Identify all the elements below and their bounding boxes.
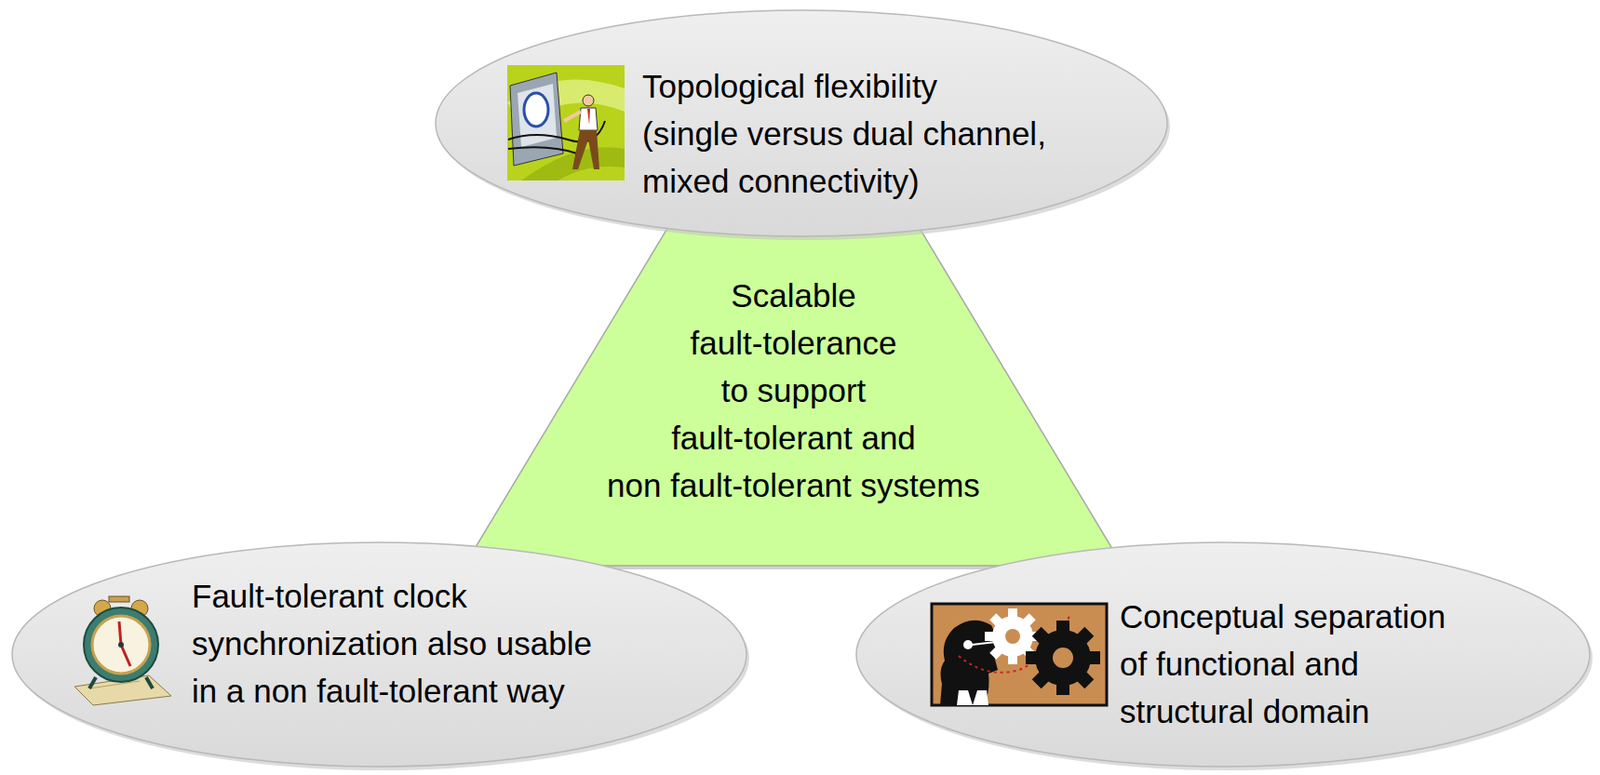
feature-ellipse: Topological flexibility (single versus d…: [433, 8, 1171, 241]
feature-ellipse: Conceptual separation of functional and …: [854, 540, 1594, 771]
node-label: Conceptual separation of functional and …: [1119, 592, 1446, 736]
feature-ellipse: Fault-tolerant clock synchronization als…: [10, 540, 751, 771]
node-label: Topological flexibility (single versus d…: [642, 62, 1047, 205]
node-label: Scalable fault-tolerance to support faul…: [606, 271, 981, 510]
node-label: Fault-tolerant clock synchronization als…: [191, 572, 592, 715]
